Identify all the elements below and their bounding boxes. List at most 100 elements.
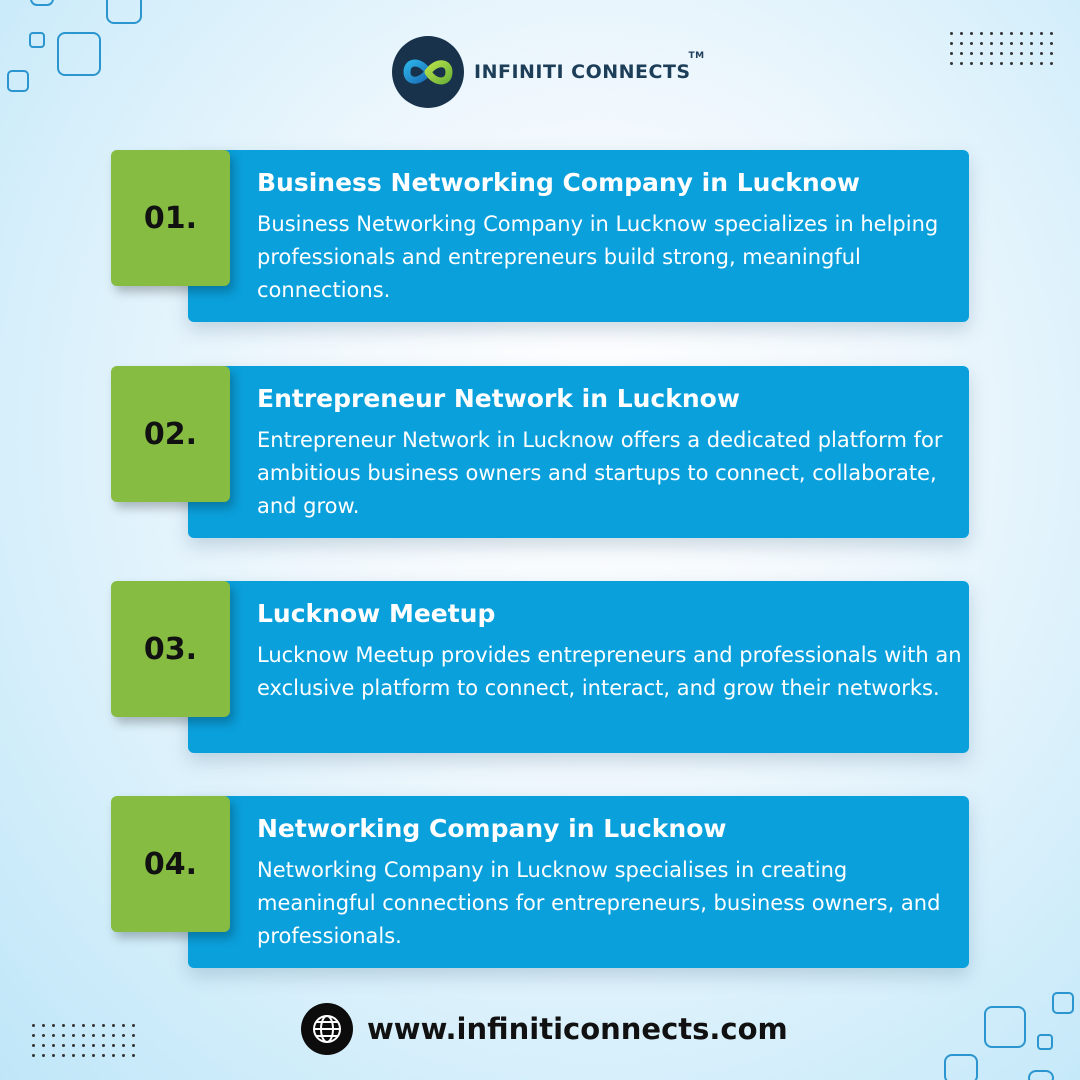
dot (52, 1034, 55, 1037)
dot (980, 62, 983, 65)
card-panel (188, 581, 969, 753)
dot (82, 1044, 85, 1047)
dot (960, 32, 963, 35)
dot (122, 1024, 125, 1027)
dot (1050, 42, 1053, 45)
decor-square (106, 0, 142, 24)
dot (950, 52, 953, 55)
dot (1000, 62, 1003, 65)
card-description: Entrepreneur Network in Lucknow offers a… (257, 428, 943, 518)
dot (1040, 42, 1043, 45)
dot (132, 1034, 135, 1037)
dot (112, 1054, 115, 1057)
dot (102, 1054, 105, 1057)
card-description: Networking Company in Lucknow specialise… (257, 858, 941, 948)
brand-header: INFINITI CONNECTS TM (392, 36, 704, 108)
dot (132, 1054, 135, 1057)
dot (990, 52, 993, 55)
dot (92, 1024, 95, 1027)
card-title: Business Networking Company in Lucknow (257, 168, 860, 197)
feature-card-3: 03. Lucknow Meetup Lucknow Meetup provid… (111, 581, 969, 753)
card-panel (188, 366, 969, 538)
dot (1030, 32, 1033, 35)
dot (950, 42, 953, 45)
infinity-loop-icon (392, 36, 464, 108)
decor-square (7, 70, 29, 92)
dot (42, 1054, 45, 1057)
card-number: 02. (143, 416, 198, 452)
decor-square (1052, 992, 1074, 1014)
dot (990, 32, 993, 35)
dot (980, 32, 983, 35)
dot (1010, 62, 1013, 65)
brand-name-text: INFINITI CONNECTS (474, 61, 691, 83)
dot (102, 1034, 105, 1037)
dot (970, 42, 973, 45)
dot (122, 1044, 125, 1047)
dot (970, 32, 973, 35)
globe-icon (301, 1003, 353, 1055)
dot (960, 52, 963, 55)
dot (1030, 42, 1033, 45)
card-number: 03. (143, 631, 198, 667)
dot (1000, 32, 1003, 35)
dot (92, 1044, 95, 1047)
dot (82, 1024, 85, 1027)
dot (1020, 62, 1023, 65)
dot (1020, 42, 1023, 45)
dot (1020, 32, 1023, 35)
dot (1050, 52, 1053, 55)
dot (1050, 62, 1053, 65)
dot (1010, 32, 1013, 35)
dot (52, 1044, 55, 1047)
feature-card-1: 01. Business Networking Company in Luckn… (111, 150, 969, 322)
decor-square (29, 32, 45, 48)
dot (112, 1034, 115, 1037)
dot (980, 42, 983, 45)
dot (960, 42, 963, 45)
dot (42, 1024, 45, 1027)
dot (102, 1024, 105, 1027)
feature-card-2: 02. Entrepreneur Network in Lucknow Entr… (111, 366, 969, 538)
dot (950, 62, 953, 65)
dot (950, 32, 953, 35)
card-number-badge: 04. (111, 796, 230, 932)
dot (112, 1044, 115, 1047)
dot (62, 1034, 65, 1037)
dot (132, 1024, 135, 1027)
dot (82, 1054, 85, 1057)
dot (52, 1024, 55, 1027)
dot (990, 62, 993, 65)
dot-pattern (950, 32, 1053, 65)
decor-square (1037, 1034, 1053, 1050)
dot (1040, 32, 1043, 35)
card-title: Networking Company in Lucknow (257, 814, 727, 843)
card-title: Entrepreneur Network in Lucknow (257, 384, 740, 413)
card-number: 04. (143, 846, 198, 882)
dot (112, 1024, 115, 1027)
dot (62, 1044, 65, 1047)
dot (960, 62, 963, 65)
dot (62, 1024, 65, 1027)
dot (980, 52, 983, 55)
dot (990, 42, 993, 45)
dot (1000, 52, 1003, 55)
card-panel (188, 796, 969, 968)
feature-card-4: 04. Networking Company in Lucknow Networ… (111, 796, 969, 968)
card-panel (188, 150, 969, 322)
decor-square (30, 0, 54, 6)
dot (1010, 52, 1013, 55)
dot (122, 1034, 125, 1037)
dot (62, 1054, 65, 1057)
card-number: 01. (143, 200, 198, 236)
trademark-mark: TM (688, 51, 705, 61)
decor-square (944, 1054, 978, 1080)
dot (1040, 62, 1043, 65)
card-title: Lucknow Meetup (257, 599, 496, 628)
dot (32, 1034, 35, 1037)
dot (1040, 52, 1043, 55)
dot (72, 1024, 75, 1027)
website-link[interactable]: www.infiniticonnects.com (367, 1012, 788, 1046)
dot (102, 1044, 105, 1047)
dot (1000, 42, 1003, 45)
